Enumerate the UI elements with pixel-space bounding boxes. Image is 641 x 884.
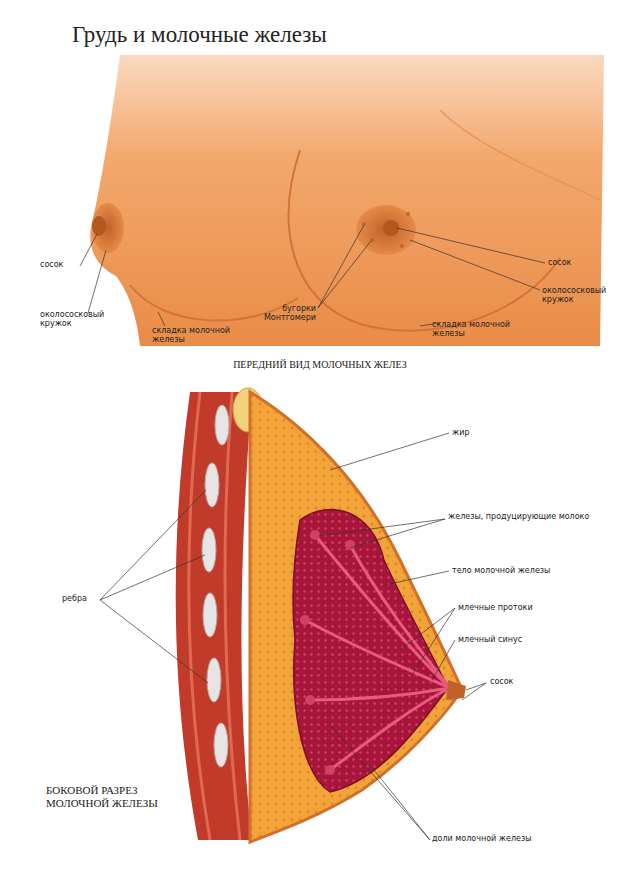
part-label: околососковый кружок [40,310,96,328]
part-label: жир [452,428,512,437]
part-label: складка молочной железы [152,326,242,344]
section-caption: БОКОВОЙ РАЗРЕЗ МОЛОЧНОЙ ЖЕЛЕЗЫ [46,784,196,809]
part-label: железы, продуцирующие молоко [448,512,598,521]
part-label: сосок [40,260,80,269]
part-label: млечные протоки [458,603,578,612]
title: Грудь и молочные железы [72,22,327,48]
part-label: сосок [490,677,550,686]
part-label: ребра [62,594,102,603]
part-label: сосок [548,258,588,267]
section-caption: ПЕРЕДНИЙ ВИД МОЛОЧНЫХ ЖЕЛЕЗ [170,359,470,371]
part-label: млечный синус [458,635,578,644]
part-label: тело молочной железы [452,566,592,575]
part-label: бугорки Монтгомери [246,304,316,322]
part-label: доли молочной железы [432,834,572,843]
part-label: складка молочной железы [432,320,522,338]
part-label: околососковый кружок [542,286,622,304]
